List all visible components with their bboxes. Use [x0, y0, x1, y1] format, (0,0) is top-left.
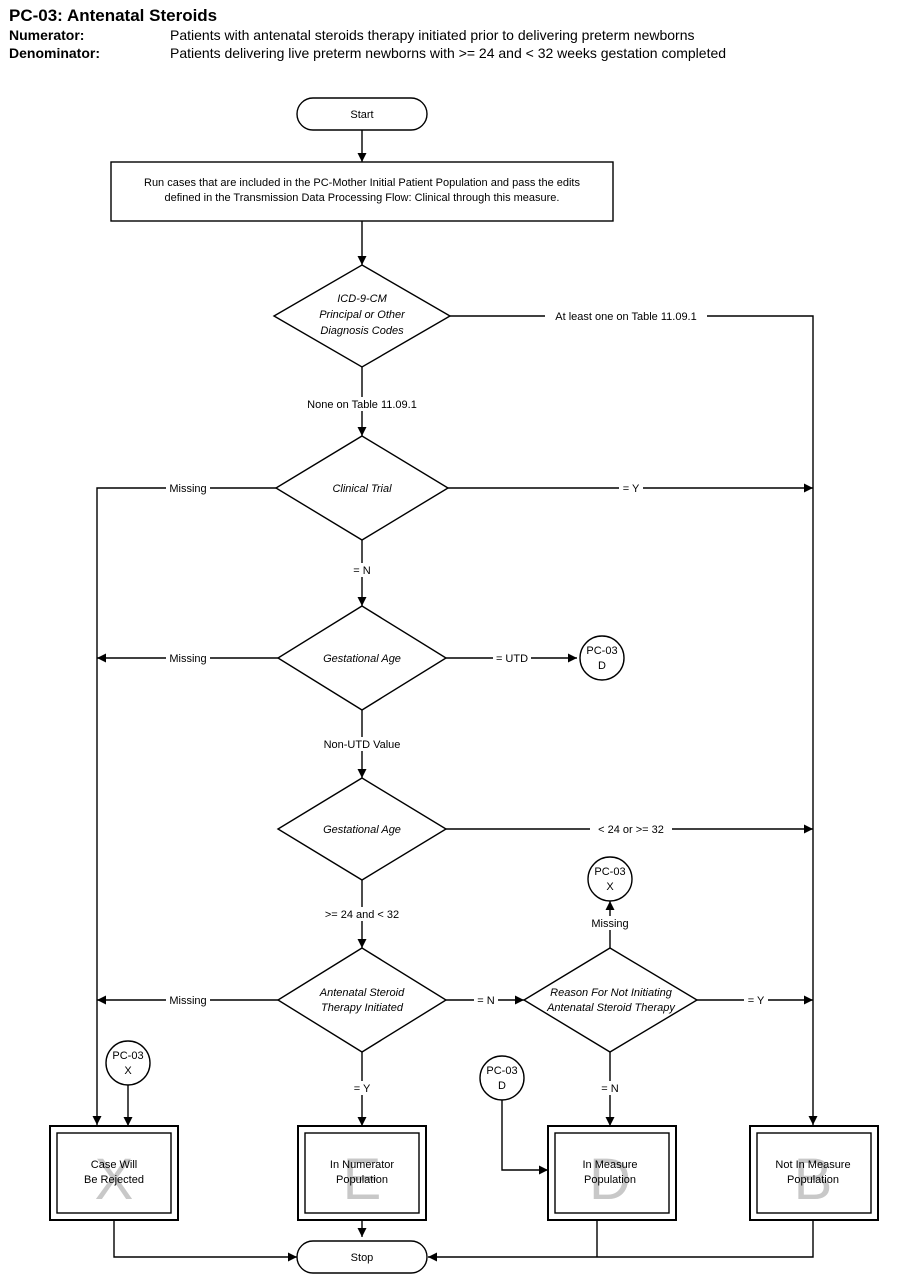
category-letter-e: E	[343, 1147, 382, 1212]
start-terminator: Start	[296, 97, 428, 131]
category-letter-x: X	[95, 1147, 134, 1212]
connector-letter: X	[606, 881, 614, 893]
start-label: Start	[350, 109, 373, 121]
process-line-1: Run cases that are included in the PC-Mo…	[144, 177, 580, 189]
edge-label-ga1-missing: Missing	[169, 653, 206, 665]
antenatal-line-2: Therapy Initiated	[321, 1002, 404, 1014]
denominator-text: Patients delivering live preterm newborn…	[170, 45, 727, 61]
connector-pc03-x-left: PC-03 X	[105, 1040, 151, 1086]
denominator-label: Denominator:	[9, 45, 100, 61]
connector-letter: D	[598, 660, 606, 672]
outcome-line-2: Be Rejected	[84, 1174, 144, 1186]
connector-pc03-d-right: PC-03 D	[579, 635, 625, 681]
icd-line-3: Diagnosis Codes	[320, 325, 404, 337]
edge-label-reason-y: = Y	[748, 995, 765, 1007]
edge-label-reason-missing: Missing	[591, 918, 628, 930]
outcome-not-in-measure: B Not In Measure Population	[749, 1125, 879, 1221]
outcome-line-2: Population	[584, 1174, 636, 1186]
connector-letter: X	[124, 1065, 132, 1077]
outcome-line-1: Case Will	[91, 1159, 137, 1171]
edge-label-icd-yes: At least one on Table 11.09.1	[555, 311, 696, 323]
icd-line-2: Principal or Other	[319, 309, 406, 321]
connector-label: PC-03	[486, 1065, 517, 1077]
antenatal-line-1: Antenatal Steroid	[319, 987, 405, 999]
edge-x-stop	[113, 1220, 297, 1262]
outcome-line-1: Not In Measure	[775, 1159, 850, 1171]
edge-label-ast-y: = Y	[354, 1083, 371, 1095]
edge-label-ga1-non-utd: Non-UTD Value	[324, 739, 401, 751]
connector-letter: D	[498, 1080, 506, 1092]
edge-label-ga2-in: >= 24 and < 32	[325, 909, 399, 921]
outcome-numerator: E In Numerator Population	[297, 1125, 427, 1221]
edge-ct-missing	[92, 487, 276, 1125]
edge-b-stop	[428, 1220, 814, 1262]
outcome-case-rejected: X Case Will Be Rejected	[49, 1125, 179, 1221]
reason-decision: Reason For Not Initiating Antenatal Ster…	[522, 947, 699, 1053]
icd-decision: ICD-9-CM Principal or Other Diagnosis Co…	[272, 264, 452, 368]
edge-labels: At least one on Table 11.09.1 None on Ta…	[166, 309, 768, 1095]
edge-label-ast-n: = N	[477, 995, 494, 1007]
numerator-label: Numerator:	[9, 27, 85, 43]
outcome-measure-population: D In Measure Population	[547, 1125, 677, 1221]
gestational-age-decision-1: Gestational Age	[276, 605, 448, 711]
connector-pc03-x-top: PC-03 X	[587, 856, 633, 902]
connector-label: PC-03	[586, 645, 617, 657]
edge-label-ct-n: = N	[353, 565, 370, 577]
outcome-line-2: Population	[787, 1174, 839, 1186]
gestational-age-decision-2: Gestational Age	[276, 777, 448, 881]
reason-line-1: Reason For Not Initiating	[550, 987, 673, 999]
process-box: Run cases that are included in the PC-Mo…	[110, 161, 614, 222]
stop-terminator: Stop	[296, 1240, 428, 1274]
outcome-line-2: Population	[336, 1174, 388, 1186]
edge-label-ga1-utd: = UTD	[496, 653, 528, 665]
edge-label-ga2-out: < 24 or >= 32	[598, 824, 664, 836]
connector-label: PC-03	[112, 1050, 143, 1062]
antenatal-steroid-decision: Antenatal Steroid Therapy Initiated	[276, 947, 448, 1053]
outcome-line-1: In Measure	[582, 1159, 637, 1171]
denominator-row: Denominator: Patients delivering live pr…	[9, 44, 889, 62]
category-letter-d: D	[589, 1147, 631, 1212]
category-letter-b: B	[794, 1147, 833, 1212]
outcome-line-1: In Numerator	[330, 1159, 395, 1171]
measure-title: PC-03: Antenatal Steroids	[9, 6, 218, 25]
connector-label: PC-03	[594, 866, 625, 878]
numerator-text: Patients with antenatal steroids therapy…	[170, 27, 695, 43]
stop-label: Stop	[351, 1252, 374, 1264]
measure-header: PC-03: Antenatal Steroids Numerator: Pat…	[9, 6, 889, 62]
clinical-trial-label: Clinical Trial	[332, 483, 392, 495]
edge-label-reason-n: = N	[601, 1083, 618, 1095]
connector-pc03-d-bottom: PC-03 D	[479, 1055, 525, 1101]
edge-label-ast-missing: Missing	[169, 995, 206, 1007]
numerator-row: Numerator: Patients with antenatal stero…	[9, 26, 889, 44]
clinical-trial-decision: Clinical Trial	[274, 435, 450, 541]
gestational-age-label-1: Gestational Age	[323, 653, 401, 665]
edge-label-ct-missing: Missing	[169, 483, 206, 495]
process-line-2: defined in the Transmission Data Process…	[165, 192, 560, 204]
edge-label-icd-no: None on Table 11.09.1	[307, 399, 417, 411]
icd-line-1: ICD-9-CM	[337, 293, 387, 305]
reason-line-2: Antenatal Steroid Therapy	[546, 1002, 676, 1014]
edge-label-ct-y: = Y	[623, 483, 640, 495]
gestational-age-label-2: Gestational Age	[323, 824, 401, 836]
edge-connector-d	[501, 1100, 548, 1175]
